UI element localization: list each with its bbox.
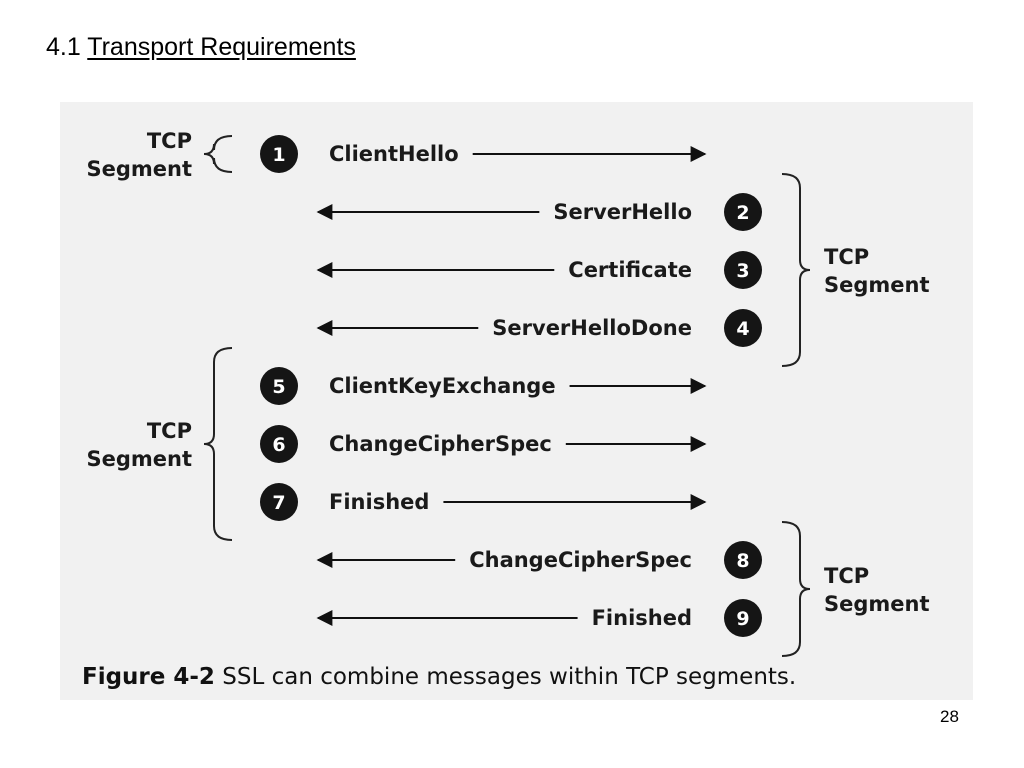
step-badge: [724, 309, 762, 347]
message-label: Finished: [329, 490, 429, 514]
segment-label-segment: Segment: [824, 592, 930, 616]
segment-label-tcp: TCP: [147, 419, 192, 443]
message-label: ClientKeyExchange: [329, 374, 556, 398]
step-badge: [724, 541, 762, 579]
slide-title: 4.1 Transport Requirements: [46, 30, 356, 64]
ssl-handshake-figure: 1 ClientHello 2 ServerHello 3 Certificate 4 Ser…: [60, 102, 973, 700]
segment-label-tcp: TCP: [824, 245, 869, 269]
figure-caption: Figure 4-2 SSL can combine messages with…: [82, 662, 796, 692]
figure-caption-label: Figure 4-2: [82, 664, 215, 690]
step-badge: [724, 251, 762, 289]
figure-caption-text: SSL can combine messages within TCP segm…: [222, 664, 797, 690]
page-number: 28: [940, 707, 959, 726]
step-badge: [260, 483, 298, 521]
step-number: 2: [736, 202, 749, 224]
message-label: Certificate: [568, 258, 692, 282]
segment-brace: [203, 347, 233, 541]
step-number: 7: [272, 492, 285, 514]
slide-title-text: Transport Requirements: [87, 33, 356, 61]
message-label: ChangeCipherSpec: [329, 432, 552, 456]
segment-label-segment: Segment: [86, 157, 192, 181]
message-label: ClientHello: [329, 142, 459, 166]
step-number: 3: [736, 260, 749, 282]
step-number: 6: [272, 434, 285, 456]
step-badge: [724, 193, 762, 231]
message-label: ChangeCipherSpec: [469, 548, 692, 572]
message-label: ServerHello: [553, 200, 692, 224]
segment-label-segment: Segment: [824, 273, 930, 297]
message-label: ServerHelloDone: [492, 316, 692, 340]
step-number: 8: [736, 550, 749, 572]
message-label: Finished: [592, 606, 692, 630]
step-badge: [260, 425, 298, 463]
step-number: 5: [272, 376, 285, 398]
segment-label-tcp: TCP: [824, 564, 869, 588]
segment-brace: [781, 173, 811, 367]
slide-title-number: 4.1: [46, 33, 81, 61]
step-badge: [724, 599, 762, 637]
segment-label-segment: Segment: [86, 447, 192, 471]
segment-brace: [203, 135, 233, 173]
step-badge: [260, 135, 298, 173]
segment-label-tcp: TCP: [147, 129, 192, 153]
segment-brace: [781, 521, 811, 657]
step-number: 9: [736, 608, 749, 630]
step-number: 1: [272, 144, 285, 166]
step-number: 4: [736, 318, 749, 340]
step-badge: [260, 367, 298, 405]
handshake-diagram: 1 ClientHello 2 ServerHello 3 Certificate 4 Ser…: [86, 129, 930, 657]
